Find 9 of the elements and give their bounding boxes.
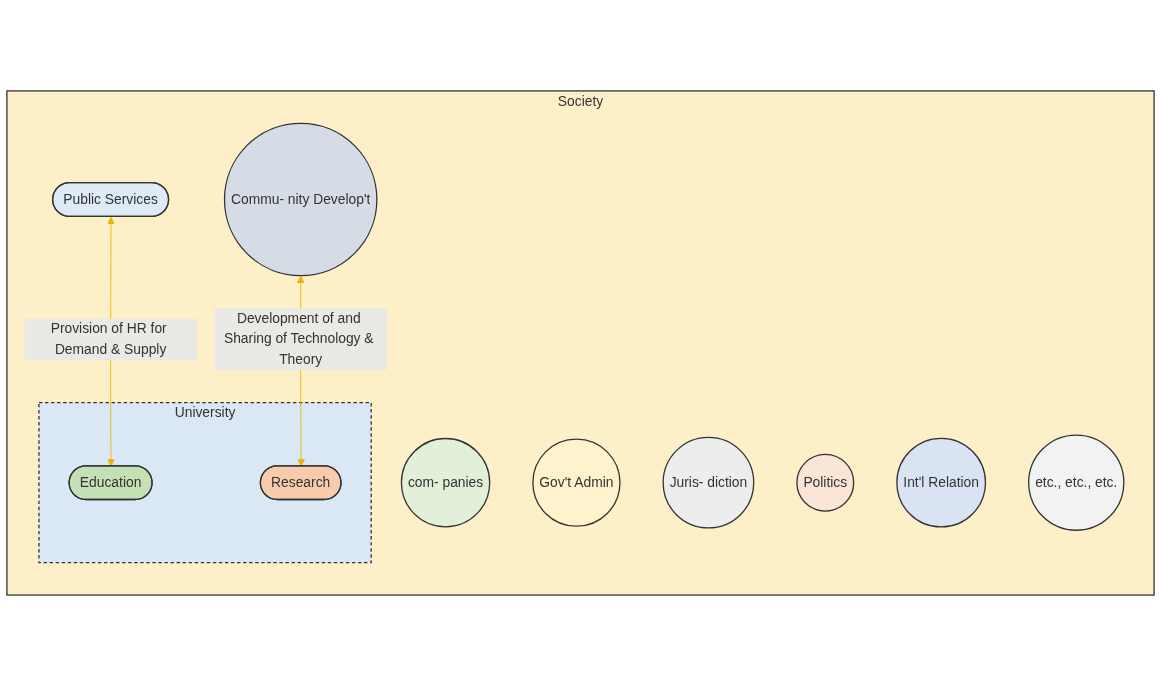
node-circle: Int'l Relation [896, 437, 987, 528]
node-circle: Politics [796, 453, 855, 512]
node-circle: com- panies [400, 437, 491, 528]
edge-label: Development of and Sharing of Technology & Theory [223, 310, 374, 367]
edge-label: Provision of HR for Demand & Supply [50, 321, 167, 357]
node-circle: etc., etc., etc. [1028, 434, 1125, 531]
node-circle: Juris- diction [662, 436, 755, 529]
node-circle: Gov't Admin [532, 438, 621, 527]
node-circle: Commu- nity Develop't [223, 122, 378, 277]
